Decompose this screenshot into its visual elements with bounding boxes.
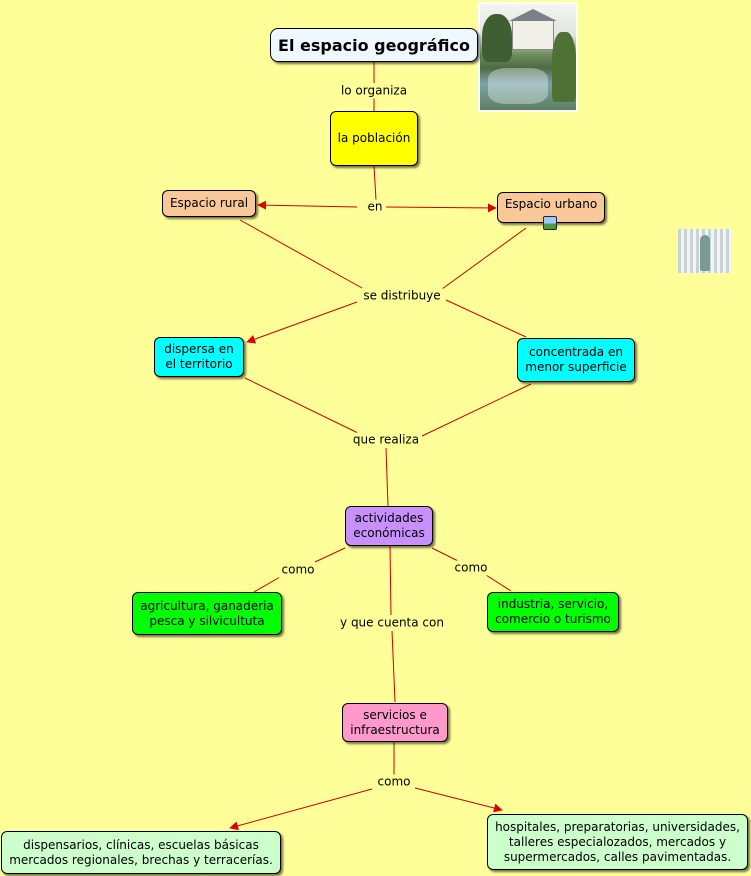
node-servicios[interactable]: servicios e infraestructura <box>342 703 448 742</box>
line-urbano-distribuye <box>441 227 527 290</box>
line-cuenta-servicios <box>391 630 396 703</box>
link-label-organiza: lo organiza <box>337 83 411 99</box>
node-espacio-urbano-text: Espacio urbano <box>504 197 598 211</box>
line-actividades-como-left <box>314 547 346 563</box>
line-rural-distribuye <box>239 219 363 289</box>
node-dispersa-text: dispersa en el territorio <box>164 342 234 371</box>
node-espacio-rural[interactable]: Espacio rural <box>162 190 256 217</box>
node-title[interactable]: El espacio geográfico <box>270 28 478 62</box>
node-urbano-servicios-text: hospitales, preparatorias, universidades… <box>495 819 740 864</box>
node-rural-servicios-text: dispensarios, clínicas, escuelas básicas… <box>9 837 273 867</box>
node-poblacion[interactable]: la población <box>330 111 732 273</box>
link-label-cuenta: y que cuenta con <box>337 615 447 631</box>
node-poblacion-text: la población <box>337 131 411 145</box>
link-label-en: en <box>364 199 386 215</box>
node-primario[interactable]: agricultura, ganaderia pesca y silvicult… <box>132 592 282 635</box>
line-como-urbano-servicios <box>414 787 503 813</box>
line-en-rural <box>257 200 358 210</box>
house-photo <box>478 2 578 112</box>
line-distribuye-concentrada <box>445 299 527 338</box>
people-photo <box>678 229 732 273</box>
node-primario-text: agricultura, ganaderia pesca y silvicult… <box>140 598 274 628</box>
image-icon[interactable] <box>543 216 557 230</box>
link-label-realiza: que realiza <box>349 432 423 448</box>
line-realiza-actividades <box>385 447 389 507</box>
link-label-como-bottom: como <box>374 774 414 790</box>
line-dispersa-realiza <box>244 377 361 435</box>
line-como-right-secundario <box>485 574 512 592</box>
link-label-distribuye: se distribuye <box>360 288 444 304</box>
line-distribuye-dispersa <box>246 301 358 344</box>
line-como-rural-servicios <box>229 788 373 831</box>
node-concentrada-text: concentrada en menor superficie <box>525 345 627 374</box>
node-actividades-text: actividades económicas <box>353 511 425 540</box>
line-como-left-primario <box>253 576 281 593</box>
line-en-urbano <box>385 203 497 213</box>
node-secundario-text: industria, servicio, comercio o turismo <box>495 597 611 626</box>
line-actividades-como-right <box>431 547 459 562</box>
line-concentrada-realiza <box>421 383 532 437</box>
node-title-text: El espacio geográfico <box>278 35 470 55</box>
line-poblacion-en <box>373 165 377 201</box>
node-concentrada[interactable]: concentrada en menor superficie <box>517 338 635 382</box>
node-actividades[interactable]: actividades económicas <box>345 506 433 546</box>
node-servicios-text: servicios e infraestructura <box>350 707 440 737</box>
link-label-como-right: como <box>451 560 491 576</box>
line-actividades-cuenta <box>389 545 392 616</box>
node-rural-servicios[interactable]: dispensarios, clínicas, escuelas básicas… <box>1 831 281 874</box>
node-dispersa[interactable]: dispersa en el territorio <box>154 337 244 377</box>
node-secundario[interactable]: industria, servicio, comercio o turismo <box>487 592 619 632</box>
link-label-como-left: como <box>278 562 318 578</box>
node-urbano-servicios[interactable]: hospitales, preparatorias, universidades… <box>487 814 748 870</box>
node-espacio-rural-text: Espacio rural <box>169 196 249 210</box>
